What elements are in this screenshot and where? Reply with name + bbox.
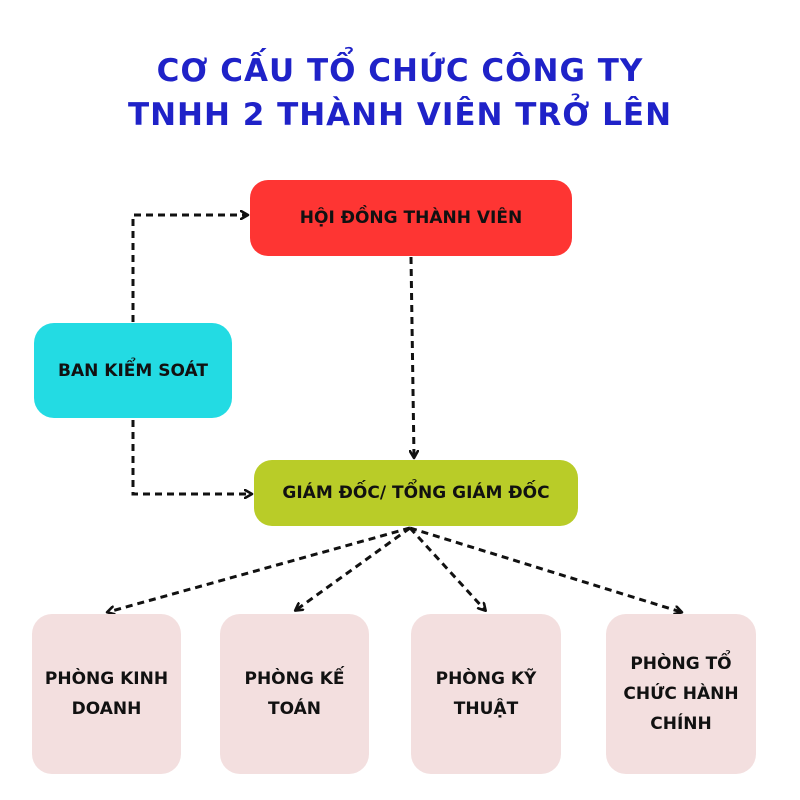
department-technical-node: PHÒNG KỸ THUẬT xyxy=(411,614,561,774)
department-admin-node: PHÒNG TỔ CHỨC HÀNH CHÍNH xyxy=(606,614,756,774)
connector-supervisory-to-director xyxy=(131,420,251,494)
department-technical-label: PHÒNG KỸ THUẬT xyxy=(435,669,537,719)
connector-director-to-technical xyxy=(408,526,485,610)
department-sales-node: PHÒNG KINH DOANH xyxy=(32,614,181,774)
board-of-members-node: HỘI ĐỒNG THÀNH VIÊN xyxy=(250,180,572,256)
connector-director-to-accounting xyxy=(296,526,411,610)
chart-title-line-2: TNHH 2 THÀNH VIÊN TRỞ LÊN xyxy=(127,97,673,133)
chart-title-line-1: CƠ CẤU TỔ CHỨC CÔNG TY xyxy=(156,53,644,89)
connector-director-to-admin xyxy=(409,526,681,612)
director-label: GIÁM ĐỐC/ TỔNG GIÁM ĐỐC xyxy=(282,483,550,503)
connector-director-to-sales xyxy=(108,526,411,612)
department-admin-label: PHÒNG TỔ CHỨC HÀNH CHÍNH xyxy=(623,654,739,734)
department-sales-label: PHÒNG KINH DOANH xyxy=(44,669,169,719)
supervisory-board-node: BAN KIỂM SOÁT xyxy=(34,323,232,418)
connector-board-to-director xyxy=(411,256,414,457)
department-accounting-node: PHÒNG KẾ TOÁN xyxy=(220,614,369,774)
department-accounting-label: PHÒNG KẾ TOÁN xyxy=(244,669,345,719)
supervisory-board-label: BAN KIỂM SOÁT xyxy=(58,360,208,381)
board-of-members-label: HỘI ĐỒNG THÀNH VIÊN xyxy=(299,208,523,228)
connector-supervisory-to-board xyxy=(131,215,247,322)
director-node: GIÁM ĐỐC/ TỔNG GIÁM ĐỐC xyxy=(254,460,578,526)
